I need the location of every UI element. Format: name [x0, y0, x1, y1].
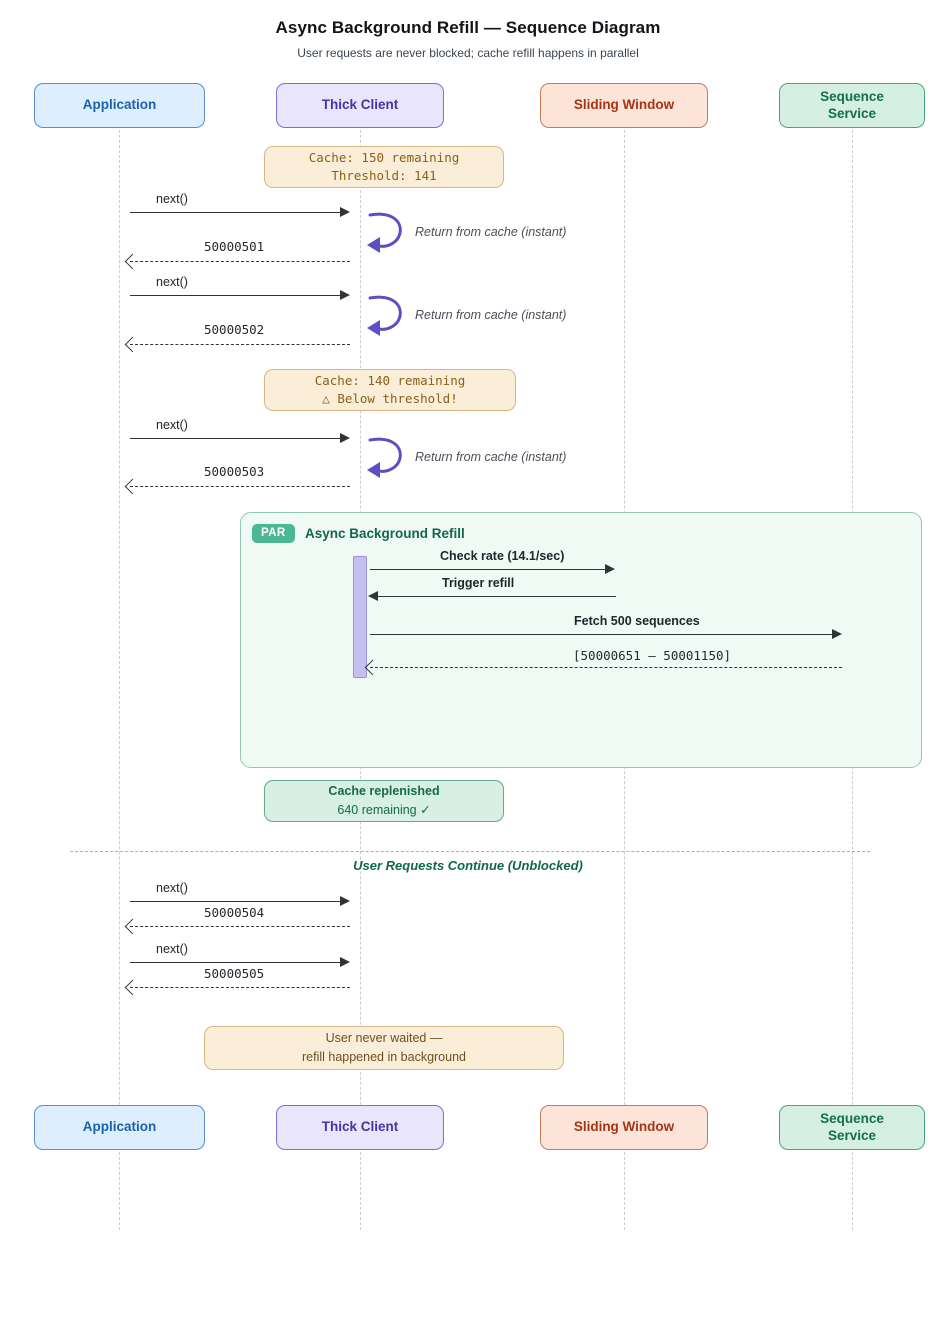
actor-sequence-service-bottom[interactable]: Sequence Service — [779, 1105, 925, 1150]
actor-thick-client-top[interactable]: Thick Client — [276, 83, 444, 128]
arrowhead-return-4 — [124, 918, 141, 935]
message-label-next-4: next() — [156, 881, 188, 895]
actor-label-line2: Service — [827, 105, 877, 121]
actor-label: Sliding Window — [573, 1119, 675, 1135]
lifeline-application — [119, 130, 120, 1230]
page-title: Async Background Refill — Sequence Diagr… — [275, 18, 661, 37]
message-label-return-5: 50000505 — [204, 966, 265, 981]
message-arrow-return-2 — [130, 344, 350, 345]
actor-label: Application — [82, 97, 157, 113]
arrowhead-next-1 — [340, 207, 350, 217]
note-line2: Threshold: 141 — [331, 168, 437, 183]
actor-label: Application — [82, 1119, 157, 1135]
selfloop-return-cache-1 — [364, 209, 404, 260]
divider-label: User Requests Continue (Unblocked) — [353, 858, 583, 873]
message-arrow-fetch — [370, 634, 834, 635]
selfloop-label-1: Return from cache (instant) — [415, 225, 567, 239]
actor-application-top[interactable]: Application — [34, 83, 205, 128]
message-label-range: [50000651 — 50001150] — [573, 648, 732, 663]
note-line1: Cache replenished — [328, 784, 440, 799]
page-subtitle: User requests are never blocked; cache r… — [297, 46, 639, 60]
actor-thick-client-bottom[interactable]: Thick Client — [276, 1105, 444, 1150]
message-arrow-range — [370, 667, 842, 668]
actor-sliding-window-bottom[interactable]: Sliding Window — [540, 1105, 708, 1150]
arrowhead-fetch — [832, 629, 842, 639]
note-line1: Cache: 140 remaining — [314, 372, 466, 388]
actor-sliding-window-top[interactable]: Sliding Window — [540, 83, 708, 128]
actor-application-bottom[interactable]: Application — [34, 1105, 205, 1150]
note-cache-140: Cache: 140 remaining △ Below threshold! — [264, 369, 516, 411]
message-label-next-1: next() — [156, 192, 188, 206]
activation-bar-thick-client — [353, 556, 367, 678]
par-fragment-block — [240, 512, 922, 768]
actor-label-line1: Sequence — [820, 88, 884, 104]
arrowhead-return-2 — [124, 336, 141, 353]
note-user-never-waited: User never waited — refill happened in b… — [204, 1026, 564, 1070]
message-arrow-check-rate — [370, 569, 607, 570]
actor-sequence-service-top[interactable]: Sequence Service — [779, 83, 925, 128]
actor-label-line1: Sequence — [820, 1110, 884, 1126]
message-label-fetch: Fetch 500 sequences — [574, 614, 700, 628]
arrowhead-return-1 — [124, 253, 141, 270]
note-line1: User never waited — — [325, 1031, 443, 1046]
message-label-return-2: 50000502 — [204, 322, 265, 337]
note-line2: 640 remaining ✓ — [337, 803, 431, 817]
message-arrow-return-3 — [130, 486, 350, 487]
selfloop-label-2: Return from cache (instant) — [415, 308, 567, 322]
arrowhead-next-3 — [340, 433, 350, 443]
arrowhead-next-5 — [340, 957, 350, 967]
message-arrow-next-1 — [130, 212, 342, 213]
arrowhead-trigger-refill — [368, 591, 378, 601]
arrowhead-return-3 — [124, 478, 141, 495]
message-arrow-return-1 — [130, 261, 350, 262]
selfloop-return-cache-3 — [364, 434, 404, 485]
actor-label: Thick Client — [321, 1119, 399, 1135]
message-label-next-3: next() — [156, 418, 188, 432]
message-label-return-3: 50000503 — [204, 464, 265, 479]
selfloop-label-3: Return from cache (instant) — [415, 450, 567, 464]
par-label: Async Background Refill — [305, 526, 465, 541]
message-arrow-return-4 — [130, 926, 350, 927]
note-cache-150: Cache: 150 remaining Threshold: 141 — [264, 146, 504, 188]
note-line1: Cache: 150 remaining — [308, 149, 460, 165]
arrowhead-return-5 — [124, 979, 141, 996]
message-arrow-next-2 — [130, 295, 342, 296]
message-arrow-trigger-refill — [378, 596, 616, 597]
divider-line — [70, 851, 870, 852]
par-badge: PAR — [252, 524, 295, 543]
note-line2: refill happened in background — [301, 1050, 466, 1064]
message-arrow-next-3 — [130, 438, 342, 439]
message-label-next-5: next() — [156, 942, 188, 956]
arrowhead-check-rate — [605, 564, 615, 574]
message-arrow-next-5 — [130, 962, 342, 963]
message-label-next-2: next() — [156, 275, 188, 289]
actor-label: Thick Client — [321, 97, 399, 113]
message-arrow-return-5 — [130, 987, 350, 988]
actor-label: Sliding Window — [573, 97, 675, 113]
selfloop-return-cache-2 — [364, 292, 404, 343]
message-label-check-rate: Check rate (14.1/sec) — [440, 549, 565, 563]
arrowhead-next-2 — [340, 290, 350, 300]
message-label-return-1: 50000501 — [204, 239, 265, 254]
arrowhead-next-4 — [340, 896, 350, 906]
message-label-trigger-refill: Trigger refill — [442, 576, 515, 590]
note-line2: △ Below threshold! — [322, 391, 458, 406]
actor-label-line2: Service — [827, 1127, 877, 1143]
note-cache-replenished: Cache replenished 640 remaining ✓ — [264, 780, 504, 822]
message-label-return-4: 50000504 — [204, 905, 265, 920]
message-arrow-next-4 — [130, 901, 342, 902]
